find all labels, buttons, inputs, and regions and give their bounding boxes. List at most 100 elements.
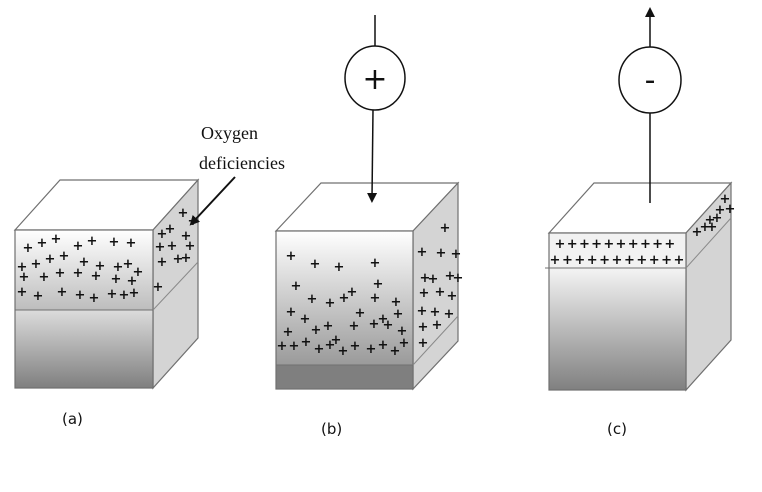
b-plus-marker: + bbox=[418, 320, 429, 335]
annotation-line2: deficiencies bbox=[199, 153, 285, 173]
a-plus-marker: + bbox=[51, 232, 62, 247]
c-plus-marker: + bbox=[636, 253, 647, 268]
c-plus-marker: + bbox=[705, 213, 716, 228]
a-plus-marker: + bbox=[45, 252, 56, 267]
b-plus-marker: + bbox=[399, 336, 410, 351]
a-plus-marker: + bbox=[119, 288, 130, 303]
cube-b: ++++++++++++++++++++++++++++++++++++++++… bbox=[274, 181, 464, 391]
b-plus-marker: + bbox=[370, 291, 381, 306]
b-plus-marker: + bbox=[451, 247, 462, 262]
b-plus-marker: + bbox=[355, 306, 366, 321]
cube-a-side-boundary bbox=[152, 261, 199, 311]
source-b-symbol: + bbox=[362, 62, 387, 97]
b-plus-marker: + bbox=[289, 339, 300, 354]
c-plus-marker: + bbox=[725, 202, 736, 217]
annotation-arrow bbox=[189, 176, 236, 226]
a-plus-marker: + bbox=[126, 236, 137, 251]
b-plus-marker: + bbox=[286, 249, 297, 264]
b-plus-marker: + bbox=[370, 256, 381, 271]
a-plus-marker: + bbox=[185, 239, 196, 254]
source-c-symbol: - bbox=[645, 63, 656, 98]
b-plus-marker: + bbox=[366, 342, 377, 357]
cube-c-surface-layer bbox=[549, 233, 686, 268]
panel-a-label: (a) bbox=[62, 410, 83, 428]
b-plus-marker: + bbox=[369, 317, 380, 332]
cube-c-charges: +++++++++++++++++++++++++++++ bbox=[550, 192, 736, 268]
a-plus-marker: + bbox=[127, 274, 138, 289]
a-plus-marker: + bbox=[129, 286, 140, 301]
cube-a-bulk bbox=[15, 310, 153, 388]
a-plus-marker: + bbox=[109, 235, 120, 250]
a-plus-marker: + bbox=[178, 206, 189, 221]
b-plus-marker: + bbox=[301, 335, 312, 350]
cube-a: ++++++++++++++++++++++++++++++++++++++++… bbox=[13, 178, 200, 390]
b-plus-marker: + bbox=[420, 271, 431, 286]
a-plus-marker: + bbox=[59, 249, 70, 264]
b-plus-marker: + bbox=[334, 260, 345, 275]
a-plus-marker: + bbox=[173, 252, 184, 267]
c-plus-marker: + bbox=[652, 237, 663, 252]
b-plus-marker: + bbox=[331, 333, 342, 348]
c-plus-marker: + bbox=[700, 220, 711, 235]
cube-c: +++++++++++++++++++++++++++++ bbox=[545, 181, 736, 392]
a-plus-marker: + bbox=[157, 255, 168, 270]
c-plus-marker: + bbox=[692, 225, 703, 240]
a-plus-marker: + bbox=[123, 257, 134, 272]
b-plus-marker: + bbox=[440, 221, 451, 236]
a-plus-marker: + bbox=[39, 270, 50, 285]
b-plus-marker: + bbox=[347, 285, 358, 300]
cube-a-charges: ++++++++++++++++++++++++++++++++++++++++… bbox=[17, 206, 199, 306]
a-plus-marker: + bbox=[17, 260, 28, 275]
b-plus-marker: + bbox=[444, 307, 455, 322]
a-plus-marker: + bbox=[155, 240, 166, 255]
a-plus-marker: + bbox=[181, 229, 192, 244]
c-plus-marker: + bbox=[674, 253, 685, 268]
b-plus-marker: + bbox=[378, 312, 389, 327]
source-b-circle bbox=[344, 45, 406, 111]
c-plus-marker: + bbox=[574, 253, 585, 268]
a-plus-marker: + bbox=[19, 270, 30, 285]
b-plus-marker: + bbox=[307, 292, 318, 307]
b-plus-marker: + bbox=[350, 339, 361, 354]
b-plus-marker: + bbox=[349, 319, 360, 334]
b-plus-marker: + bbox=[283, 325, 294, 340]
b-plus-marker: + bbox=[453, 271, 464, 286]
a-plus-marker: + bbox=[75, 288, 86, 303]
b-plus-marker: + bbox=[373, 277, 384, 292]
a-plus-marker: + bbox=[23, 241, 34, 256]
c-plus-marker: + bbox=[664, 237, 675, 252]
a-plus-marker: + bbox=[111, 272, 122, 287]
a-plus-marker: + bbox=[153, 280, 164, 295]
b-plus-marker: + bbox=[325, 296, 336, 311]
b-plus-marker: + bbox=[391, 295, 402, 310]
a-plus-marker: + bbox=[57, 285, 68, 300]
a-plus-marker: + bbox=[107, 287, 118, 302]
b-plus-marker: + bbox=[447, 289, 458, 304]
a-plus-marker: + bbox=[17, 285, 28, 300]
a-plus-marker: + bbox=[87, 234, 98, 249]
b-plus-marker: + bbox=[277, 339, 288, 354]
c-plus-marker: + bbox=[715, 203, 726, 218]
c-plus-marker: + bbox=[567, 237, 578, 252]
c-plus-marker: + bbox=[591, 237, 602, 252]
b-plus-marker: + bbox=[325, 338, 336, 353]
b-plus-marker: + bbox=[323, 319, 334, 334]
b-plus-marker: + bbox=[445, 269, 456, 284]
a-plus-marker: + bbox=[73, 266, 84, 281]
b-plus-marker: + bbox=[383, 318, 394, 333]
b-plus-marker: + bbox=[338, 344, 349, 359]
c-plus-marker: + bbox=[720, 192, 731, 207]
b-plus-marker: + bbox=[339, 291, 350, 306]
a-plus-marker: + bbox=[33, 289, 44, 304]
b-plus-marker: + bbox=[417, 245, 428, 260]
b-plus-marker: + bbox=[311, 323, 322, 338]
a-plus-marker: + bbox=[157, 227, 168, 242]
a-plus-marker: + bbox=[167, 239, 178, 254]
c-plus-marker: + bbox=[599, 253, 610, 268]
c-plus-marker: + bbox=[628, 237, 639, 252]
c-plus-marker: + bbox=[579, 237, 590, 252]
c-plus-marker: + bbox=[707, 220, 718, 235]
b-plus-marker: + bbox=[390, 344, 401, 359]
c-plus-marker: + bbox=[587, 253, 598, 268]
